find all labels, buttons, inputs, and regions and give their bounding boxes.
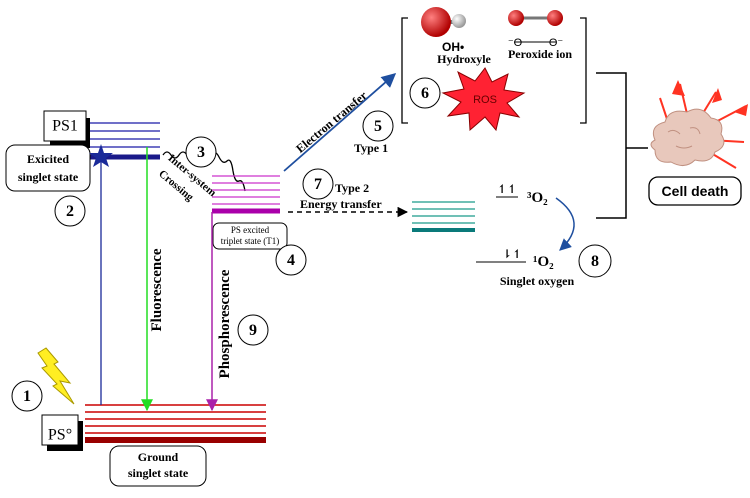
step-4-number: 4 — [287, 252, 295, 269]
triplet-oxygen-label: ³O₂ — [527, 190, 548, 206]
step-9-number: 9 — [249, 322, 257, 339]
step-7-badge: 7 — [302, 168, 334, 200]
oxygen-levels — [412, 201, 475, 232]
step-3-number: 3 — [197, 144, 205, 161]
oh-radical-label: OH• — [442, 40, 464, 54]
oxygen-conversion-arrow — [555, 197, 575, 251]
triplet-state-levels — [212, 175, 280, 214]
step-9-badge: 9 — [237, 314, 269, 346]
step-6-badge: 6 — [409, 77, 441, 109]
cell-death-box: Cell death — [648, 176, 742, 206]
peroxide-charge-left: ⁻O — [508, 37, 523, 49]
cell-explosion-icon — [650, 80, 748, 169]
peroxide-molecule-icon — [508, 10, 563, 43]
triplet-line2: triplet state (T1) — [221, 236, 279, 246]
hydroxyl-molecule-icon — [421, 7, 466, 37]
type2-label: Type 2 — [335, 181, 369, 195]
fluorescence-label: Fluorescence — [149, 248, 165, 331]
ps-excited-label: PS1 — [52, 118, 78, 135]
cell-death-label: Cell death — [662, 183, 729, 199]
step-2-number: 2 — [66, 203, 74, 220]
ps-ground-label: PS° — [48, 427, 72, 444]
hydroxyle-label: Hydroxyle — [437, 52, 491, 66]
step-2-badge: 2 — [54, 195, 86, 227]
step-4-badge: 4 — [275, 244, 307, 276]
step-1-number: 1 — [23, 388, 31, 405]
excited-singlet-line1: Exicited — [27, 152, 69, 166]
ps-excited-box: PS1 — [43, 110, 90, 148]
singlet-oxygen-spins: ⇂↿ — [502, 247, 522, 261]
lightning-bolt-icon — [37, 347, 75, 405]
ground-state-levels — [85, 404, 266, 443]
step-8-number: 8 — [591, 253, 599, 270]
converging-bracket — [596, 72, 648, 219]
electron-transfer-arrow — [283, 73, 397, 172]
singlet-oxygen: ⇂↿ ¹O₂ Singlet oxygen — [476, 247, 574, 288]
excited-singlet-line2: singlet state — [18, 170, 79, 184]
ros-star-icon — [441, 67, 526, 132]
ground-singlet-line2: singlet state — [128, 466, 189, 480]
absorption-star-icon — [89, 144, 113, 167]
phosphorescence-label: Phosphorescence — [217, 269, 233, 378]
singlet-oxygen-formula: ¹O₂ — [533, 254, 554, 270]
singlet-oxygen-label: Singlet oxygen — [500, 274, 575, 288]
triplet-oxygen-spins: ↿↿ — [497, 182, 517, 196]
step-5-badge: 5 — [362, 110, 394, 142]
peroxide-ion-label: Peroxide ion — [508, 47, 572, 61]
peroxide-charge-right: O⁻ — [549, 37, 564, 49]
type1-label: Type 1 — [354, 141, 388, 155]
step-8-badge: 8 — [578, 244, 612, 278]
ros-label: ROS — [473, 94, 497, 106]
step-5-number: 5 — [374, 118, 382, 135]
triplet-line1: PS excited — [231, 225, 270, 235]
step-7-number: 7 — [314, 176, 322, 193]
step-6-number: 6 — [421, 85, 429, 102]
excited-singlet-state-box: Exicited singlet state — [5, 144, 91, 192]
ground-singlet-line1: Ground — [138, 450, 179, 464]
ground-singlet-state-box: Ground singlet state — [109, 445, 207, 487]
triplet-oxygen: ↿↿ ³O₂ — [496, 182, 548, 206]
ps-ground-box: PS° — [41, 414, 83, 451]
energy-transfer-label: Energy transfer — [300, 197, 382, 211]
ros-bracket — [401, 17, 587, 124]
step-3-badge: 3 — [185, 136, 217, 168]
triplet-state-box: PS excited triplet state (T1) — [212, 222, 288, 250]
step-1-badge: 1 — [11, 380, 43, 412]
